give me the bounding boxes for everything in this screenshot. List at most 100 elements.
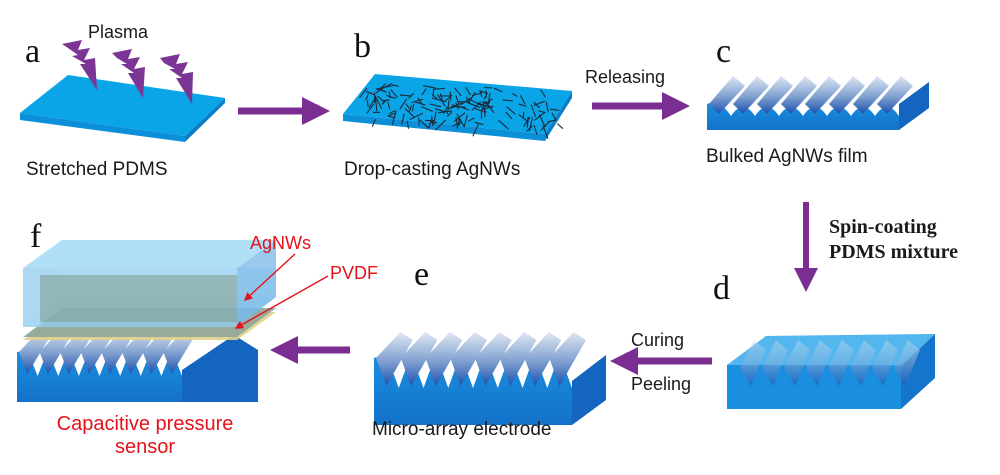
panel-label-e: e — [414, 256, 430, 293]
nanowire — [431, 97, 447, 103]
nanowire — [452, 121, 462, 127]
nanowire — [374, 96, 378, 112]
nanowire — [505, 111, 513, 120]
micro-pyramid — [450, 332, 487, 386]
nanowire — [421, 88, 427, 96]
panel-b-pdms-slab-with-agnws — [343, 74, 572, 141]
nanowire — [387, 112, 396, 117]
nanowire — [381, 99, 387, 106]
nanowire — [533, 101, 541, 109]
nanowire — [388, 91, 391, 99]
micro-pyramid — [499, 332, 537, 386]
nanowire — [428, 118, 433, 129]
embedded-pyramid — [850, 340, 876, 386]
nanowire — [375, 88, 387, 93]
nanowire — [471, 92, 483, 97]
nanowire — [401, 113, 405, 125]
nanowire — [445, 94, 453, 101]
nanowire — [439, 93, 443, 100]
embedded-pyramid — [872, 340, 898, 386]
nanowire — [366, 100, 369, 107]
plasma-label: Plasma — [88, 22, 149, 42]
nanowire — [411, 98, 424, 104]
step-spin-coating-line1: Spin-coating — [829, 216, 937, 238]
embedded-pyramid — [784, 340, 810, 386]
nanowire — [538, 114, 546, 127]
nanowire — [455, 102, 460, 110]
caption-stretched-pdms: Stretched PDMS — [26, 159, 168, 180]
nanowire — [542, 124, 549, 139]
nanowire — [446, 111, 453, 118]
nanowire — [493, 87, 503, 93]
micro-pyramid — [829, 76, 865, 114]
micro-pyramid — [524, 332, 562, 386]
nanowire — [523, 116, 531, 127]
nanowire — [417, 97, 423, 105]
nanowire — [423, 85, 436, 89]
nanowire — [474, 107, 484, 113]
nanowire — [511, 93, 518, 97]
nanowire — [454, 87, 462, 97]
nanowire — [455, 95, 460, 106]
nanowire — [551, 112, 557, 121]
embedded-pyramid — [828, 340, 854, 386]
micro-pyramid — [400, 332, 438, 386]
micro-pyramid — [475, 332, 512, 386]
label-pvdf: PVDF — [330, 263, 379, 283]
nanowire — [540, 89, 546, 98]
micro-pyramid — [877, 76, 913, 114]
nanowire — [409, 112, 424, 121]
nanowire — [465, 87, 472, 96]
caption-capacitive-sensor: Capacitive pressure sensor — [30, 413, 260, 459]
nanowire — [479, 90, 488, 94]
nanowire — [389, 110, 396, 115]
panel-label-d: d — [713, 270, 730, 307]
micro-pyramid — [709, 76, 745, 114]
nanowire — [408, 105, 413, 113]
nanowire — [386, 94, 396, 99]
panel-f-capacitive-sensor — [17, 240, 276, 402]
nanowire — [404, 108, 415, 118]
nanowire — [484, 98, 493, 105]
nanowire — [522, 111, 525, 119]
nanowire — [377, 95, 385, 103]
nanowire — [406, 120, 410, 129]
nanowire — [431, 115, 434, 127]
nanowire — [438, 110, 453, 114]
nanowire — [434, 119, 446, 131]
nanowire — [530, 104, 537, 118]
nanowire — [556, 123, 564, 130]
nanowire — [365, 93, 369, 101]
nanowire — [518, 103, 527, 107]
nanowire — [533, 100, 546, 106]
nanowire — [387, 101, 391, 110]
nanowire — [480, 101, 487, 106]
nanowire — [375, 83, 386, 94]
nanowire — [538, 110, 546, 114]
nanowire — [474, 121, 484, 126]
panel-label-b: b — [354, 28, 371, 65]
panel-label-a: a — [25, 33, 41, 70]
plasma-lightning-icon — [62, 40, 193, 104]
agnws-network — [359, 82, 564, 139]
nanowire — [434, 108, 445, 113]
nanowire — [359, 87, 368, 99]
step-spin-coating-line2: PDMS mixture — [829, 241, 959, 263]
step-releasing: Releasing — [585, 67, 666, 87]
embedded-pyramid — [806, 340, 832, 386]
nanowire — [411, 103, 415, 112]
nanowire — [506, 106, 516, 115]
nanowire — [391, 110, 397, 125]
panel-a-pdms-slab — [20, 75, 225, 142]
nanowire — [526, 116, 529, 128]
nanowire — [437, 94, 446, 107]
nanowire — [390, 89, 398, 98]
nanowire — [540, 121, 550, 131]
caption-capacitive-line1: Capacitive pressure — [56, 413, 234, 435]
embedded-pyramid — [762, 340, 788, 386]
micro-pyramid — [733, 76, 769, 114]
micro-pyramid — [805, 76, 841, 114]
nanowire — [366, 90, 375, 96]
micro-pyramid — [757, 76, 793, 114]
